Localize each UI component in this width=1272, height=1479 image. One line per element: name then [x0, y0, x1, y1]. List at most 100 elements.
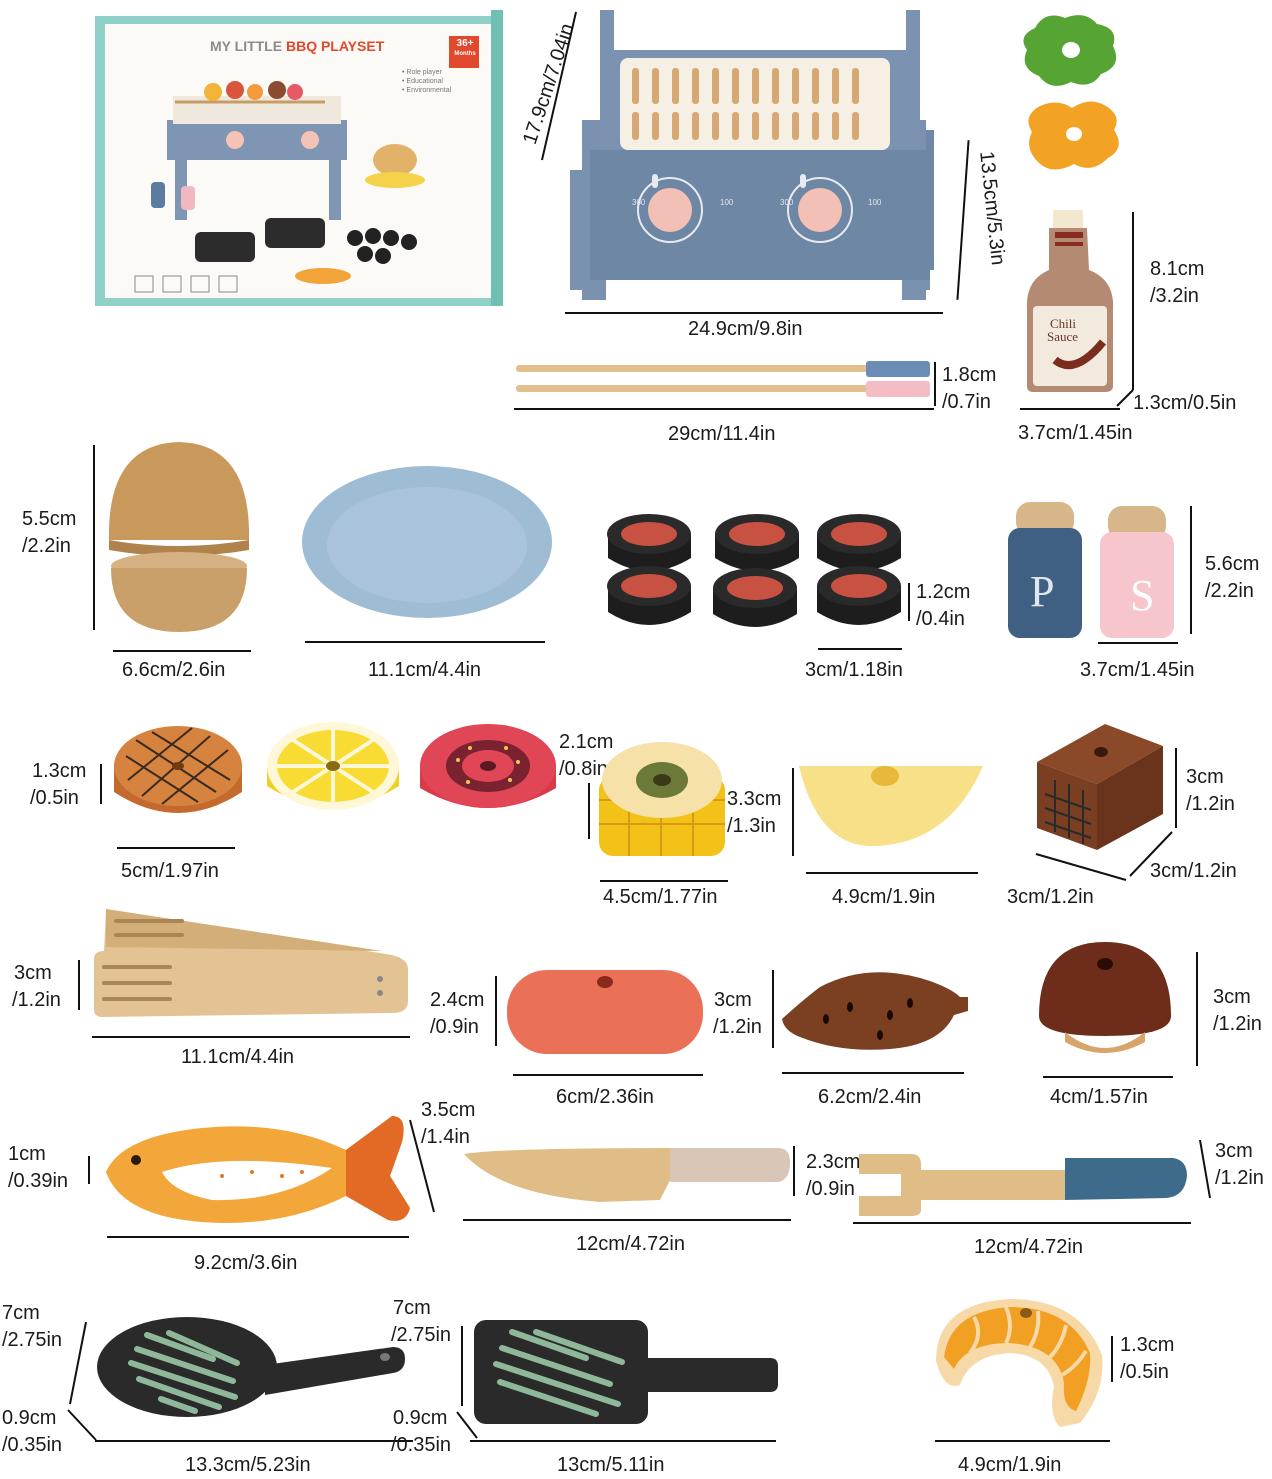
- cube-depth-label: 3cm/1.2in: [1150, 860, 1237, 882]
- tongs-image: [94, 909, 408, 1017]
- spatula1-width-line: [95, 1440, 413, 1442]
- tomato-height-label-1: 2.1cm: [559, 731, 614, 753]
- cube-height-label-1: 3cm: [1186, 766, 1224, 788]
- corn-width-label: 4.5cm/1.77in: [603, 886, 718, 908]
- fish-height-label-2: /1.4in: [421, 1126, 470, 1148]
- patty-height-label-2: /0.5in: [30, 787, 79, 809]
- mushroom-height-label-1: 3cm: [1213, 986, 1251, 1008]
- sauce-depth-label: 1.3cm/0.5in: [1133, 392, 1237, 414]
- corn-height-line: [588, 783, 590, 839]
- disc-width-label: 3cm/1.18in: [805, 659, 903, 681]
- fish-thickness-line: [88, 1156, 90, 1184]
- grill-knob-right-high: 100: [868, 198, 882, 207]
- shrimp-height-line: [1111, 1336, 1113, 1382]
- patty-width-line: [117, 847, 235, 849]
- box-title: MY LITTLE BBQ PLAYSET: [210, 38, 384, 54]
- fish-width-line: [107, 1236, 409, 1238]
- tongs-height-label-2: /1.2in: [12, 989, 61, 1011]
- square-spatula-image: [474, 1320, 778, 1424]
- chili-sauce-bottle-image: [1026, 210, 1114, 392]
- bun-height-line: [93, 445, 95, 630]
- patty-height-line: [100, 764, 102, 804]
- spatula2-thickness-line: [456, 1411, 478, 1439]
- spatula1-height-line: [69, 1321, 87, 1405]
- box-age-sub: Months: [454, 51, 476, 57]
- corn-width-line: [600, 880, 728, 882]
- knife-height-label-2: /0.9in: [806, 1178, 855, 1200]
- spatula2-thickness-label-2: /0.35in: [391, 1434, 452, 1456]
- disc-height-label-1: 1.2cm: [916, 581, 971, 603]
- tongs-width-label: 11.1cm/4.4in: [181, 1046, 295, 1068]
- fork-image: [859, 1154, 1187, 1216]
- tomato-height-label-2: /0.8in: [559, 758, 608, 780]
- knife-width-label: 12cm/4.72in: [576, 1233, 685, 1255]
- fork-width-line: [853, 1222, 1191, 1224]
- spatula1-thickness-line: [67, 1409, 97, 1441]
- bun-height-label-2: /2.2in: [22, 535, 71, 557]
- knife-width-line: [463, 1219, 791, 1221]
- potato-height-label-1: 3cm: [714, 989, 752, 1011]
- tongs-height-line: [78, 960, 80, 1010]
- cheese-width-label: 4.9cm/1.9in: [832, 886, 936, 908]
- sausage-height-line: [495, 976, 497, 1046]
- box-bullet: • Role player: [402, 69, 442, 76]
- spatula2-width-label: 13cm/5.11in: [557, 1454, 665, 1476]
- potato-width-label: 6.2cm/2.4in: [818, 1086, 922, 1108]
- box-title-part-a: MY LITTLE: [210, 38, 283, 54]
- burger-bun-image: [108, 442, 250, 632]
- fish-height-line: [409, 1119, 435, 1213]
- disc-height-label-2: /0.4in: [916, 608, 965, 630]
- sausage-width-label: 6cm/2.36in: [556, 1086, 654, 1108]
- fork-width-label: 12cm/4.72in: [974, 1236, 1083, 1258]
- grill-width-line: [565, 312, 943, 314]
- pepper-letter: P: [1030, 567, 1055, 616]
- fish-thickness-label-2: /0.39in: [8, 1170, 69, 1192]
- disc-width-line: [818, 648, 902, 650]
- knife-height-label-1: 2.3cm: [806, 1151, 861, 1173]
- sauce-depth-line: [1116, 389, 1134, 407]
- mushroom-width-line: [1043, 1076, 1173, 1078]
- disc-height-line: [908, 583, 910, 621]
- spatula2-height-label-1: 7cm: [393, 1297, 431, 1319]
- spatula1-height-label-1: 7cm: [2, 1302, 40, 1324]
- grill-width-label: 24.9cm/9.8in: [688, 318, 803, 340]
- shrimp-height-label-1: 1.3cm: [1120, 1334, 1175, 1356]
- grill-depth-label: 13.5cm/5.3in: [975, 150, 1009, 267]
- grill-knob-left-low: 300: [632, 198, 646, 207]
- tomato-slice-image: [420, 724, 556, 808]
- tongs-width-line: [92, 1036, 410, 1038]
- cube-height-label-2: /1.2in: [1186, 793, 1235, 815]
- sausage-discs-image: [607, 514, 901, 627]
- bun-width-line: [113, 650, 251, 652]
- grill-image: [570, 10, 934, 300]
- mushroom-height-label-2: /1.2in: [1213, 1013, 1262, 1035]
- chopsticks-height-label-2: /0.7in: [942, 391, 991, 413]
- meat-cube-image: [1037, 724, 1163, 850]
- spatula2-height-label-2: /2.75in: [391, 1324, 452, 1346]
- box-bullet: • Educational: [402, 78, 443, 85]
- shrimp-height-label-2: /0.5in: [1120, 1361, 1169, 1383]
- sausage-image: [507, 970, 703, 1054]
- sauce-height-label-2: /3.2in: [1150, 285, 1199, 307]
- fork-height-line: [1199, 1139, 1211, 1199]
- shaker-height-label-1: 5.6cm: [1205, 553, 1260, 575]
- grill-knob-right-low: 300: [780, 198, 794, 207]
- cube-width-line: [1035, 853, 1127, 881]
- knife-height-line: [793, 1146, 795, 1196]
- sauce-width-label: 3.7cm/1.45in: [1018, 422, 1133, 444]
- cheese-height-line: [792, 768, 794, 856]
- mushroom-width-label: 4cm/1.57in: [1050, 1086, 1148, 1108]
- knife-image: [464, 1148, 790, 1202]
- fish-height-label-1: 3.5cm: [421, 1099, 476, 1121]
- shaker-width-line: [1098, 642, 1178, 644]
- spatula2-thickness-label-1: 0.9cm: [393, 1407, 448, 1429]
- corn-image: [599, 742, 725, 856]
- grill-height-line: [541, 11, 577, 161]
- lemon-slice-image: [267, 722, 399, 810]
- chopsticks-height-line: [934, 362, 936, 406]
- sausage-height-label-2: /0.9in: [430, 1016, 479, 1038]
- grill-knob-left-high: 100: [720, 198, 734, 207]
- fork-height-label-1: 3cm: [1215, 1140, 1253, 1162]
- sauce-height-label-1: 8.1cm: [1150, 258, 1205, 280]
- shaker-height-label-2: /2.2in: [1205, 580, 1254, 602]
